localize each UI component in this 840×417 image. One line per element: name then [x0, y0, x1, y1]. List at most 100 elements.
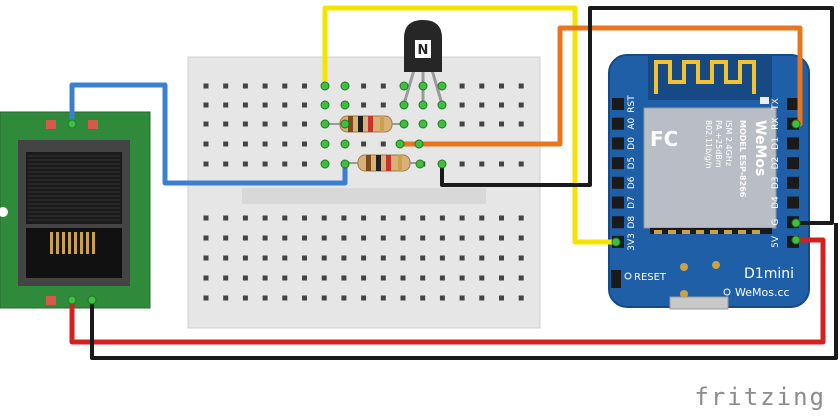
breadboard-hole[interactable] — [242, 235, 248, 241]
header-pin-d7[interactable] — [612, 196, 624, 209]
breadboard-hole[interactable] — [223, 215, 229, 221]
breadboard-hole[interactable] — [439, 255, 445, 261]
breadboard-hole[interactable] — [341, 215, 347, 221]
header-pin-d5[interactable] — [612, 157, 624, 170]
breadboard-hole[interactable] — [380, 83, 386, 89]
breadboard-hole[interactable] — [479, 161, 485, 167]
breadboard-hole[interactable] — [499, 102, 504, 108]
header-pin-tx[interactable] — [787, 98, 799, 110]
breadboard-hole[interactable] — [203, 161, 209, 167]
breadboard-hole[interactable] — [499, 275, 504, 281]
breadboard-hole[interactable] — [420, 295, 426, 301]
breadboard-hole[interactable] — [302, 215, 307, 221]
breadboard-hole[interactable] — [420, 275, 426, 281]
breadboard-hole[interactable] — [282, 215, 288, 221]
breadboard-hole[interactable] — [242, 102, 248, 108]
breadboard-hole[interactable] — [282, 141, 288, 147]
breadboard-hole[interactable] — [479, 102, 485, 108]
breadboard-hole[interactable] — [203, 275, 209, 281]
breadboard-hole[interactable] — [518, 215, 524, 221]
breadboard-hole[interactable] — [203, 141, 209, 147]
breadboard-hole[interactable] — [203, 215, 209, 221]
breadboard-hole[interactable] — [223, 161, 229, 167]
breadboard-hole[interactable] — [518, 255, 524, 261]
breadboard-hole[interactable] — [499, 161, 504, 167]
breadboard-hole[interactable] — [262, 215, 268, 221]
breadboard-hole[interactable] — [420, 255, 426, 261]
breadboard-hole[interactable] — [479, 215, 485, 221]
breadboard-hole[interactable] — [361, 295, 367, 301]
breadboard-hole[interactable] — [223, 121, 229, 127]
breadboard-hole[interactable] — [459, 235, 465, 241]
breadboard-hole[interactable] — [262, 102, 268, 108]
header-pin-d1[interactable] — [787, 137, 799, 150]
breadboard-hole[interactable] — [321, 215, 327, 221]
breadboard-hole[interactable] — [203, 255, 209, 261]
breadboard-hole[interactable] — [242, 83, 248, 89]
header-pin-d3[interactable] — [787, 176, 799, 189]
breadboard-hole[interactable] — [499, 83, 504, 89]
breadboard-hole[interactable] — [518, 235, 524, 241]
breadboard-hole[interactable] — [518, 295, 524, 301]
header-pin-d6[interactable] — [612, 176, 624, 189]
breadboard-hole[interactable] — [459, 295, 465, 301]
breadboard-hole[interactable] — [341, 255, 347, 261]
breadboard-hole[interactable] — [203, 235, 209, 241]
breadboard-hole[interactable] — [282, 295, 288, 301]
breadboard-hole[interactable] — [282, 83, 288, 89]
breadboard-hole[interactable] — [341, 275, 347, 281]
breadboard-hole[interactable] — [400, 275, 406, 281]
header-pin-d2[interactable] — [787, 157, 799, 170]
breadboard-hole[interactable] — [242, 161, 248, 167]
breadboard-hole[interactable] — [439, 275, 445, 281]
breadboard-hole[interactable] — [380, 215, 386, 221]
breadboard-hole[interactable] — [400, 255, 406, 261]
breadboard-hole[interactable] — [459, 121, 465, 127]
breadboard-hole[interactable] — [499, 215, 504, 221]
breadboard-hole[interactable] — [262, 275, 268, 281]
breadboard-hole[interactable] — [479, 83, 485, 89]
breadboard-hole[interactable] — [420, 215, 426, 221]
breadboard-hole[interactable] — [400, 235, 406, 241]
breadboard-hole[interactable] — [242, 215, 248, 221]
breadboard-hole[interactable] — [242, 255, 248, 261]
breadboard-hole[interactable] — [321, 295, 327, 301]
breadboard-hole[interactable] — [223, 295, 229, 301]
breadboard-hole[interactable] — [302, 255, 307, 261]
breadboard-hole[interactable] — [223, 83, 229, 89]
breadboard-hole[interactable] — [361, 235, 367, 241]
breadboard-hole[interactable] — [302, 295, 307, 301]
breadboard-hole[interactable] — [223, 235, 229, 241]
breadboard-hole[interactable] — [282, 121, 288, 127]
breadboard-hole[interactable] — [361, 83, 367, 89]
header-pin-rst[interactable] — [612, 98, 624, 110]
breadboard-hole[interactable] — [361, 215, 367, 221]
breadboard-hole[interactable] — [479, 121, 485, 127]
breadboard-hole[interactable] — [459, 102, 465, 108]
breadboard-hole[interactable] — [479, 295, 485, 301]
breadboard-hole[interactable] — [361, 255, 367, 261]
breadboard-hole[interactable] — [459, 161, 465, 167]
breadboard-hole[interactable] — [361, 275, 367, 281]
breadboard-hole[interactable] — [262, 83, 268, 89]
breadboard-hole[interactable] — [223, 275, 229, 281]
breadboard-hole[interactable] — [203, 83, 209, 89]
breadboard-hole[interactable] — [302, 235, 307, 241]
breadboard-hole[interactable] — [400, 215, 406, 221]
breadboard-hole[interactable] — [479, 255, 485, 261]
breadboard-hole[interactable] — [380, 235, 386, 241]
breadboard-hole[interactable] — [223, 102, 229, 108]
breadboard-hole[interactable] — [380, 255, 386, 261]
breadboard-hole[interactable] — [262, 295, 268, 301]
breadboard-hole[interactable] — [302, 141, 307, 147]
breadboard-hole[interactable] — [203, 295, 209, 301]
breadboard-hole[interactable] — [518, 121, 524, 127]
breadboard-hole[interactable] — [262, 161, 268, 167]
breadboard-hole[interactable] — [242, 275, 248, 281]
header-pin-a0[interactable] — [612, 117, 624, 130]
breadboard-hole[interactable] — [499, 295, 504, 301]
header-pin-d4[interactable] — [787, 196, 799, 209]
breadboard-hole[interactable] — [223, 141, 229, 147]
breadboard-hole[interactable] — [302, 121, 307, 127]
breadboard-hole[interactable] — [321, 235, 327, 241]
